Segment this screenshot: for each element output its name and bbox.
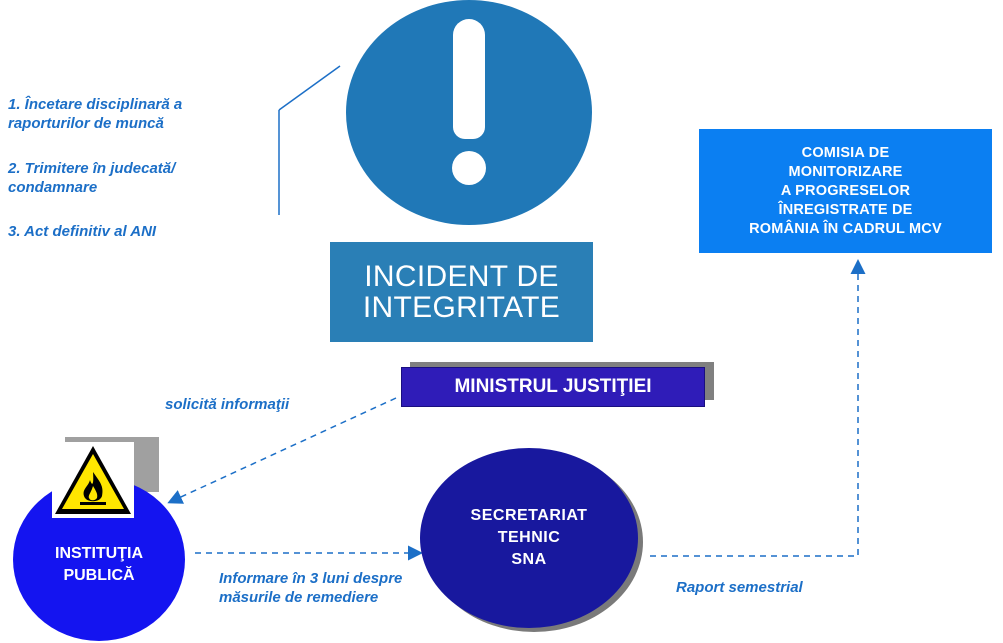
commission-line: ÎNREGISTRATE DE xyxy=(778,201,913,218)
institution-node: INSTITUŢIA PUBLICĂ xyxy=(13,478,185,641)
commission-line: COMISIA DE xyxy=(801,144,890,161)
edge-label-inform: Informare în 3 luni despre măsurile de r… xyxy=(219,570,403,606)
edge-label-request: solicită informaţii xyxy=(165,396,290,413)
secretariat-line2: TEHNIC xyxy=(497,529,561,546)
arrow-report xyxy=(650,259,866,557)
criteria-list: 1. Încetare disciplinară a raporturilor … xyxy=(8,95,288,267)
flammable-warning-icon xyxy=(52,442,134,518)
criteria-item-1: 1. Încetare disciplinară a raporturilor … xyxy=(8,96,183,132)
exclamation-icon xyxy=(346,0,592,225)
commission-line: A PROGRESELOR xyxy=(780,182,911,199)
institution-line1: INSTITUŢIA xyxy=(55,544,143,562)
incident-box: INCIDENT DE INTEGRITATE xyxy=(330,242,593,342)
secretariat-node: SECRETARIAT TEHNIC SNA xyxy=(420,448,638,628)
incident-line2: INTEGRITATE xyxy=(362,291,561,324)
commission-box: COMISIA DE MONITORIZARE A PROGRESELOR ÎN… xyxy=(699,129,992,253)
ministry-label: MINISTRUL JUSTIŢIEI xyxy=(454,376,652,397)
secretariat-line1: SECRETARIAT xyxy=(470,507,588,524)
incident-line1: INCIDENT DE xyxy=(364,260,559,293)
commission-line: MONITORIZARE xyxy=(788,163,903,180)
commission-line: ROMÂNIA ÎN CADRUL MCV xyxy=(749,220,942,237)
edge-label-report: Raport semestrial xyxy=(676,579,803,596)
bracket-diagonal xyxy=(278,65,341,111)
secretariat-line3: SNA xyxy=(511,551,547,568)
criteria-item-3: 3. Act definitiv al ANI xyxy=(8,223,157,240)
arrow-request xyxy=(167,397,397,504)
institution-line2: PUBLICĂ xyxy=(63,566,135,584)
criteria-item-2: 2. Trimitere în judecată/ condamnare xyxy=(8,160,176,196)
ministry-box: MINISTRUL JUSTIŢIEI xyxy=(402,368,704,406)
